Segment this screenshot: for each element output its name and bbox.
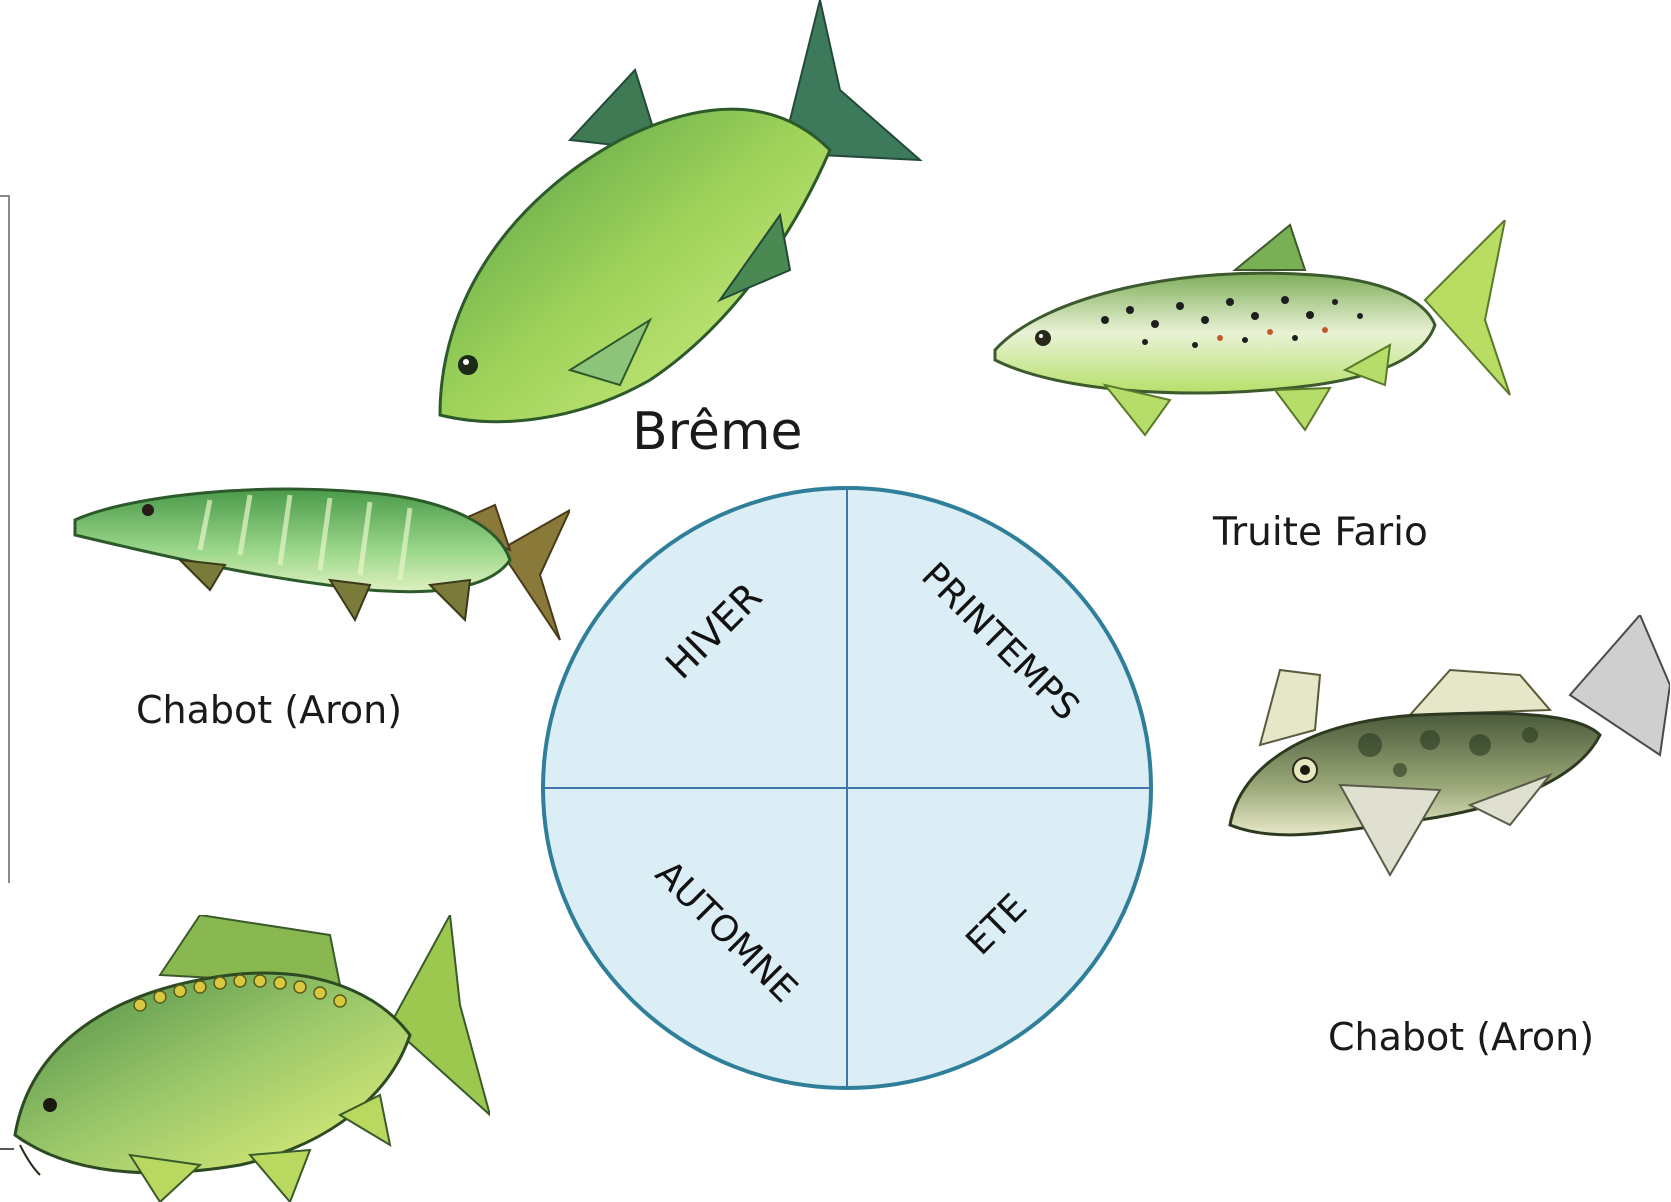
label-brochet: Chabot (Aron) [136,688,402,732]
pike-fish-icon [70,480,570,650]
label-chabot: Chabot (Aron) [1328,1015,1594,1059]
left-frame-line [8,195,10,883]
sculpin-fish-icon [1220,615,1670,915]
label-breme: Brême [632,402,803,462]
bream-fish-icon [420,0,940,440]
left-frame-tick [0,195,10,197]
trout-fish-icon [985,220,1515,460]
season-wheel: HIVER PRINTEMPS AUTOMNE ETE [540,485,1156,1091]
carp-fish-icon [10,915,490,1202]
label-truite-fario: Truite Fario [1213,510,1428,555]
